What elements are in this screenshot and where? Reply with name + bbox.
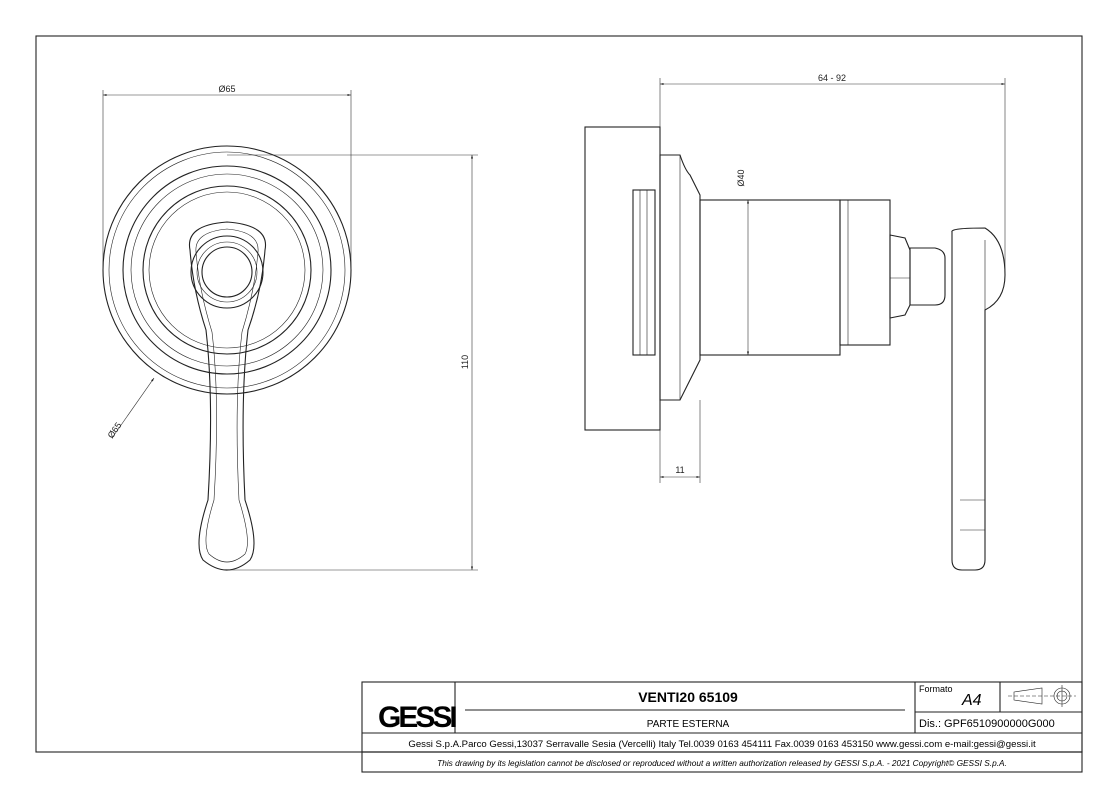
dimension-front-height: 110 (460, 355, 470, 369)
lever-side (951, 227, 1006, 571)
flange (659, 154, 701, 401)
dimension-front-diameter: Ø65 (218, 84, 235, 94)
drawing-title: VENTI20 65109 (638, 689, 738, 705)
wall-section (584, 126, 661, 431)
knob-cap (190, 235, 264, 309)
dimension-body-diameter: Ø40 (736, 169, 746, 186)
lever-handle (188, 221, 267, 571)
drawing-subtitle: PARTE ESTERNA (647, 719, 730, 730)
sheet-border (35, 35, 1083, 753)
dimension-diagonal-diameter: Ø65 (106, 420, 124, 440)
projection-symbol-icon (1008, 685, 1076, 707)
body-cylinder (699, 199, 841, 356)
copyright-notice: This drawing by its legislation cannot b… (437, 758, 1007, 768)
drawing-number: Dis.: GPF6510900000G000 (919, 718, 1055, 730)
nut (889, 234, 911, 319)
title-block: GESSI VENTI20 65109 PARTE ESTERNA Format… (361, 681, 1083, 773)
format-label: Formato (919, 684, 953, 694)
format-value: A4 (961, 692, 982, 709)
gessi-logo: GESSI (378, 701, 456, 734)
dimension-flange: 11 (675, 465, 684, 475)
front-view: Ø65 110 Ø65 (102, 84, 478, 571)
side-view: 64 - 92 Ø40 11 (584, 73, 1006, 571)
dimension-depth: 64 - 92 (818, 73, 846, 83)
company-info: Gessi S.p.A.Parco Gessi,13037 Serravalle… (408, 739, 1036, 750)
